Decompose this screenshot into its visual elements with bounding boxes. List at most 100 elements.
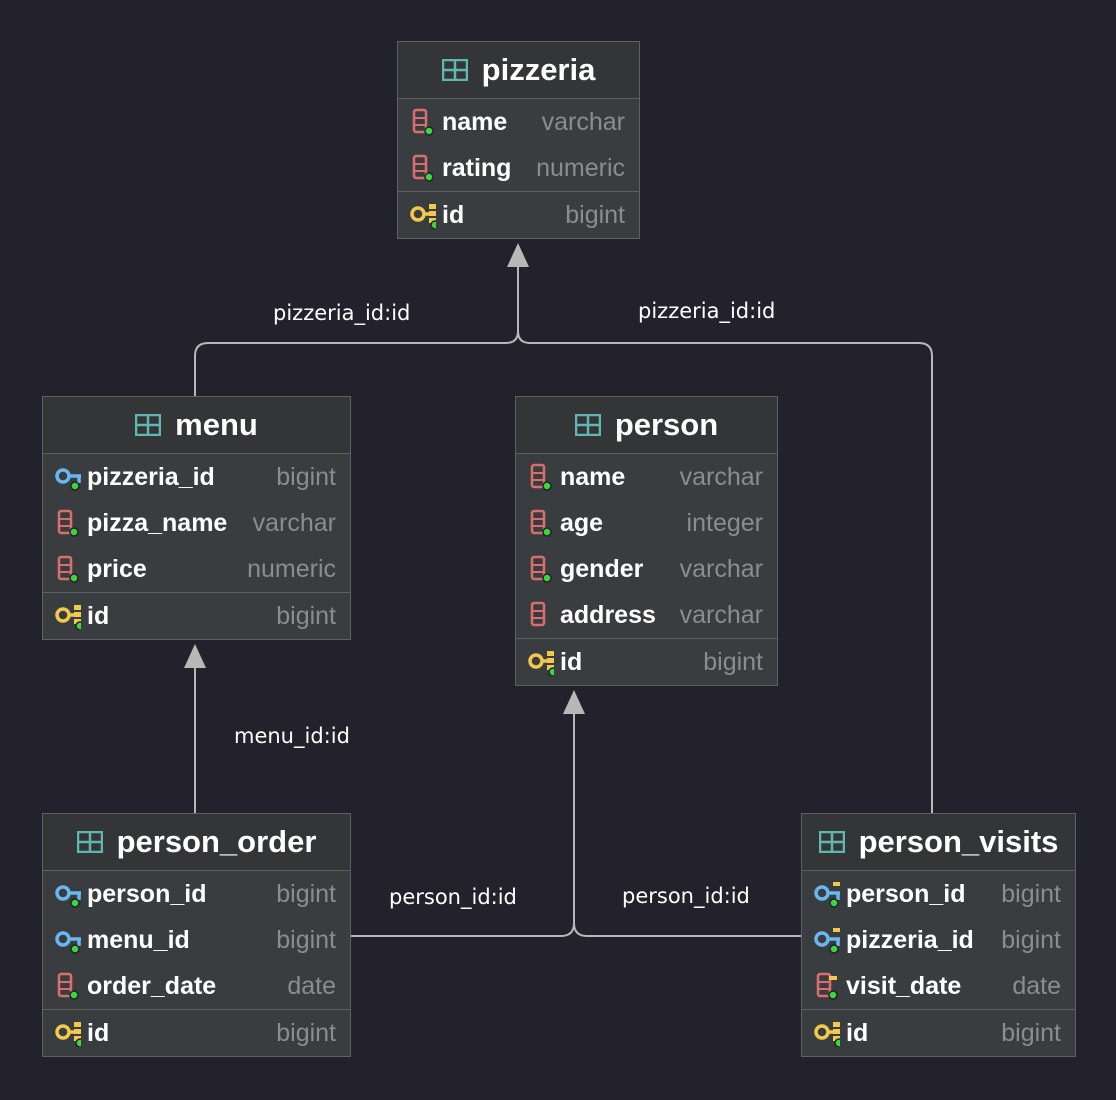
column-name: pizza_name (87, 508, 228, 537)
column-row[interactable]: gender varchar (516, 546, 777, 592)
column-name: name (442, 107, 508, 136)
primary-key-row[interactable]: id bigint (398, 191, 639, 238)
column-type: bigint (276, 1018, 336, 1047)
table-icon (441, 59, 468, 81)
foreign-key-icon (55, 881, 81, 908)
column-type: numeric (536, 153, 625, 182)
table-name: menu (175, 407, 258, 442)
table-header[interactable]: person (516, 397, 777, 454)
edge-visits-to-person (573, 922, 802, 937)
column-name: id (87, 601, 110, 630)
foreign-key-icon (814, 927, 840, 954)
column-icon (528, 509, 554, 537)
table-icon (818, 831, 845, 853)
foreign-key-icon (55, 927, 81, 954)
table-person-visits[interactable]: person_visits person_id bigint pizzeria_… (801, 813, 1076, 1057)
column-name: name (560, 462, 626, 491)
column-name: price (87, 554, 147, 583)
column-type: numeric (247, 554, 336, 583)
column-icon (528, 555, 554, 583)
primary-key-row[interactable]: id bigint (43, 1009, 350, 1056)
foreign-key-icon (55, 464, 81, 491)
column-name: order_date (87, 971, 217, 1000)
foreign-key-row[interactable]: pizzeria_id bigint (802, 917, 1075, 963)
table-person-order[interactable]: person_order person_id bigint menu_id bi… (42, 813, 351, 1057)
column-row[interactable]: rating numeric (398, 145, 639, 191)
column-row[interactable]: pizza_name varchar (43, 500, 350, 546)
table-name: person_order (116, 824, 317, 859)
column-type: varchar (679, 462, 763, 491)
column-name: id (87, 1018, 110, 1047)
table-name: person_visits (858, 824, 1059, 859)
column-type: bigint (1001, 879, 1061, 908)
table-person[interactable]: person name varchar age integer gender v… (515, 396, 778, 686)
table-pizzeria[interactable]: pizzeria name varchar rating numeric id … (397, 41, 640, 239)
primary-key-icon (55, 1020, 81, 1047)
column-row[interactable]: visit_date date (802, 963, 1075, 1009)
arrow-pizzeria (507, 243, 529, 267)
column-row[interactable]: age integer (516, 500, 777, 546)
table-header[interactable]: person_visits (802, 814, 1075, 871)
table-icon (135, 414, 162, 436)
foreign-key-row[interactable]: person_id bigint (43, 871, 350, 917)
table-name: pizzeria (481, 52, 596, 87)
column-type: integer (686, 508, 763, 537)
column-row[interactable]: name varchar (398, 99, 639, 145)
column-name: id (560, 647, 583, 676)
label-order-menu: menu_id:id (234, 724, 350, 748)
column-type: date (287, 971, 336, 1000)
column-icon (55, 972, 81, 1000)
table-header[interactable]: pizzeria (398, 42, 639, 99)
label-order-person: person_id:id (389, 885, 517, 909)
column-row[interactable]: name varchar (516, 454, 777, 500)
column-type: bigint (276, 879, 336, 908)
primary-key-row[interactable]: id bigint (802, 1009, 1075, 1056)
column-type: bigint (1001, 925, 1061, 954)
column-name: age (560, 508, 604, 537)
column-name: id (846, 1018, 869, 1047)
foreign-key-row[interactable]: pizzeria_id bigint (43, 454, 350, 500)
table-name: person (614, 407, 719, 442)
column-icon (410, 154, 436, 182)
table-icon (574, 414, 601, 436)
primary-key-row[interactable]: id bigint (43, 592, 350, 639)
column-name: pizzeria_id (87, 462, 215, 491)
column-type: bigint (276, 462, 336, 491)
label-menu-pizzeria: pizzeria_id:id (273, 301, 411, 325)
primary-key-icon (55, 603, 81, 630)
primary-key-icon (814, 1020, 840, 1047)
table-menu[interactable]: menu pizzeria_id bigint pizza_name varch… (42, 396, 351, 640)
primary-key-icon (528, 649, 554, 676)
column-name: menu_id (87, 925, 190, 954)
column-name: pizzeria_id (846, 925, 974, 954)
edge-menu-to-pizzeria (194, 262, 519, 396)
column-icon (410, 108, 436, 136)
table-header[interactable]: person_order (43, 814, 350, 871)
column-name: visit_date (846, 971, 962, 1000)
column-type: bigint (276, 925, 336, 954)
column-name: address (560, 600, 656, 629)
column-icon (55, 555, 81, 583)
arrow-person (563, 690, 585, 714)
arrow-menu (184, 644, 206, 668)
table-icon (76, 831, 103, 853)
column-row[interactable]: address varchar (516, 592, 777, 638)
foreign-key-row[interactable]: person_id bigint (802, 871, 1075, 917)
table-header[interactable]: menu (43, 397, 350, 454)
foreign-key-icon (814, 881, 840, 908)
column-name: person_id (87, 879, 207, 908)
column-type: bigint (565, 200, 625, 229)
column-type: varchar (679, 600, 763, 629)
edge-visits-to-pizzeria (517, 330, 933, 814)
column-type: bigint (703, 647, 763, 676)
column-icon (814, 972, 840, 1000)
column-row[interactable]: price numeric (43, 546, 350, 592)
primary-key-row[interactable]: id bigint (516, 638, 777, 685)
primary-key-icon (410, 202, 436, 229)
column-row[interactable]: order_date date (43, 963, 350, 1009)
column-icon (528, 601, 554, 628)
label-visits-person: person_id:id (622, 884, 750, 908)
foreign-key-row[interactable]: menu_id bigint (43, 917, 350, 963)
column-icon (55, 509, 81, 537)
